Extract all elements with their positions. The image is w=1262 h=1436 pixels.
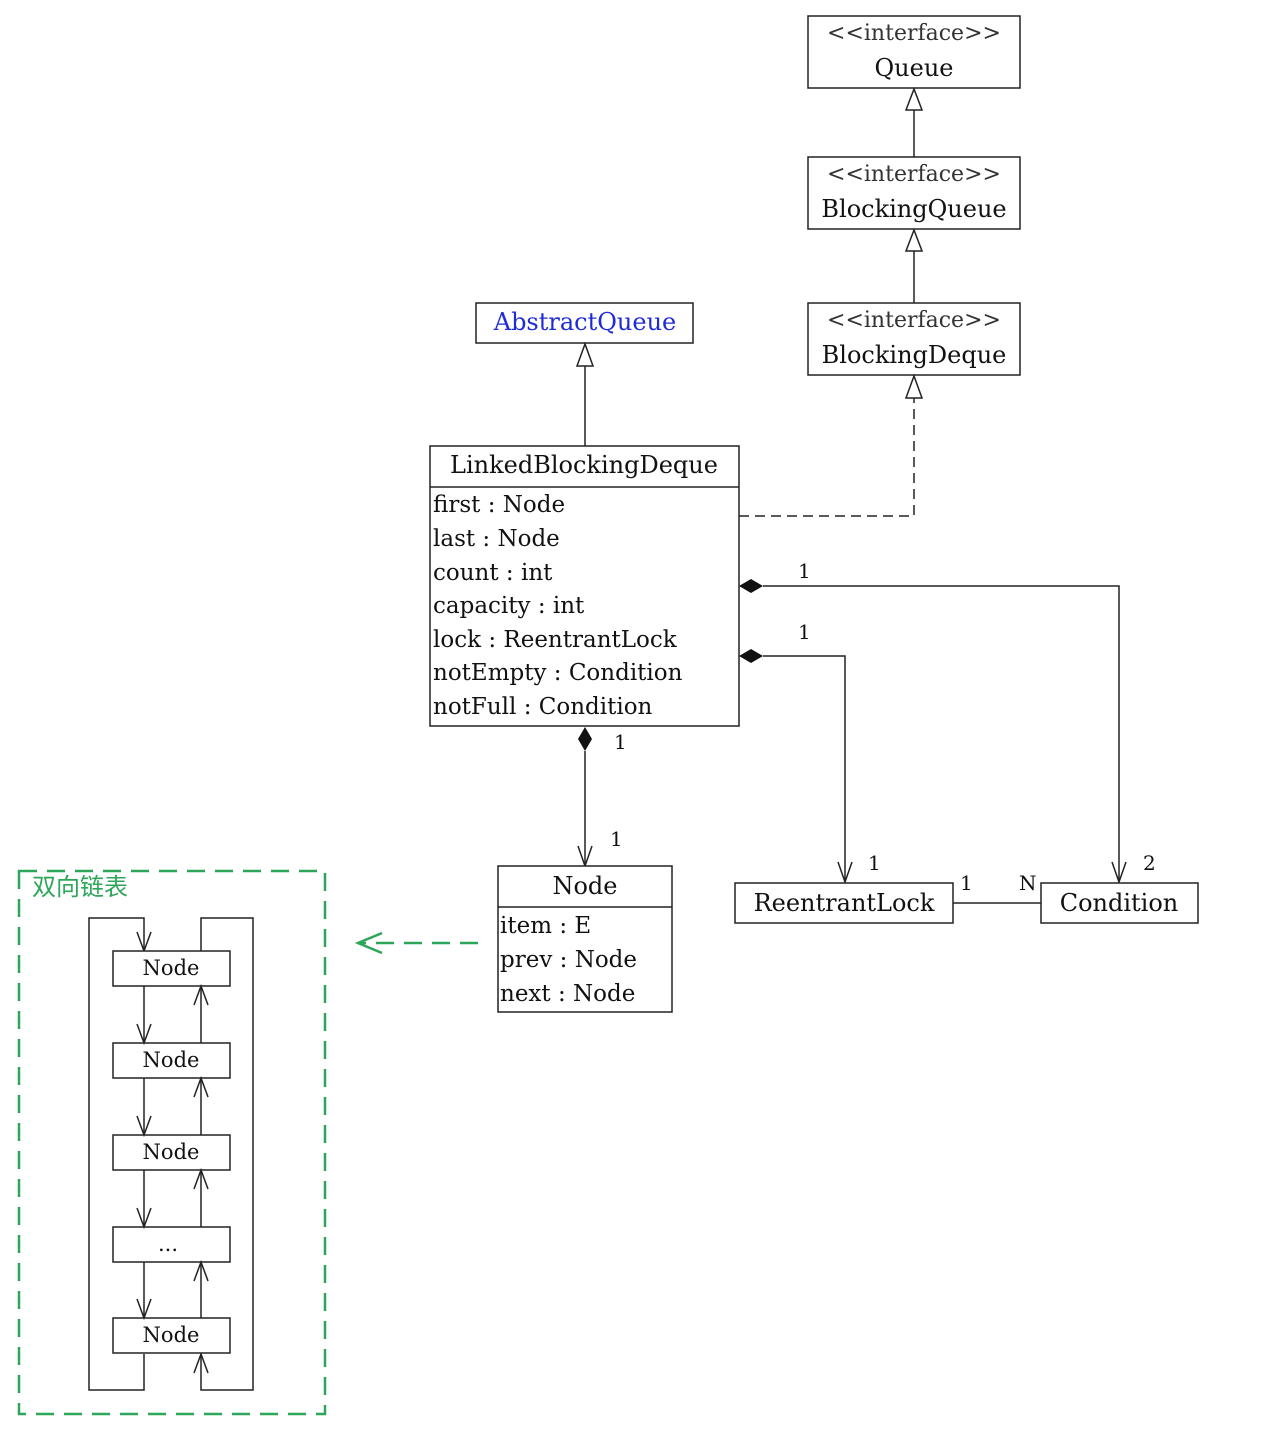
svg-text:Node: Node [143, 1048, 200, 1072]
list-node-3: Node [112, 1134, 231, 1171]
mult-lock-condition-dst: N [1019, 871, 1037, 895]
lbd-field-not-full: notFull : Condition [433, 694, 653, 720]
svg-text:Node: Node [143, 1140, 200, 1164]
mult-lock-condition-src: 1 [960, 871, 973, 895]
generalization-blockingqueue-queue [904, 86, 924, 157]
mult-lbd-lock-src: 1 [798, 620, 811, 644]
generalization-blockingdeque-blockingqueue [904, 227, 924, 303]
queue-name: Queue [875, 54, 954, 82]
class-linked-blocking-deque[interactable]: LinkedBlockingDeque first : Node last : … [429, 445, 740, 727]
class-condition[interactable]: Condition [1040, 882, 1199, 924]
blocking-deque-name: BlockingDeque [822, 341, 1007, 369]
blocking-queue-stereotype: <<interface>> [827, 162, 1001, 187]
svg-text:...: ... [158, 1232, 178, 1256]
lbd-field-last: last : Node [433, 526, 560, 552]
blocking-queue-name: BlockingQueue [821, 195, 1006, 223]
linked-list-panel: 双向链表 Node Node Node ... Node [17, 869, 327, 1416]
class-blocking-queue[interactable]: <<interface>> BlockingQueue [807, 156, 1021, 230]
svg-text:Node: Node [143, 956, 200, 980]
list-node-5: Node [112, 1317, 231, 1354]
svg-text:Node: Node [143, 1323, 200, 1347]
mult-lbd-node-src: 1 [614, 730, 627, 754]
list-left-loop [88, 917, 145, 1391]
lbd-field-capacity: capacity : int [433, 593, 585, 619]
lbd-field-count: count : int [433, 560, 553, 586]
class-node[interactable]: Node item : E prev : Node next : Node [497, 865, 673, 1013]
mult-lbd-lock-dst: 1 [868, 851, 881, 875]
prev-arrows [193, 983, 209, 1318]
node-to-list-arrow [354, 931, 478, 955]
composition-lbd-condition [739, 579, 1127, 885]
list-node-ellipsis: ... [112, 1226, 231, 1263]
list-right-loop [200, 917, 254, 1391]
mult-lbd-condition-src: 1 [798, 559, 811, 583]
condition-name: Condition [1060, 889, 1179, 917]
generalization-lbd-abstractqueue [575, 341, 595, 446]
linked-list-label: 双向链表 [32, 873, 128, 901]
mult-lbd-node-dst: 1 [610, 827, 623, 851]
realization-lbd-blockingdeque [739, 373, 924, 517]
lbd-field-lock: lock : ReentrantLock [433, 627, 678, 653]
node-field-item: item : E [500, 913, 591, 939]
composition-lbd-reentrantlock [739, 649, 853, 885]
composition-lbd-node [577, 727, 593, 869]
reentrant-lock-name: ReentrantLock [754, 889, 935, 917]
node-name: Node [552, 872, 617, 900]
list-node-1: Node [112, 950, 231, 987]
class-reentrant-lock[interactable]: ReentrantLock [734, 882, 954, 924]
next-arrows [136, 986, 152, 1321]
linked-blocking-deque-name: LinkedBlockingDeque [450, 451, 718, 479]
node-field-next: next : Node [500, 981, 635, 1007]
abstract-queue-name: AbstractQueue [493, 308, 677, 336]
mult-lbd-condition-dst: 2 [1143, 851, 1156, 875]
class-queue[interactable]: <<interface>> Queue [807, 15, 1021, 89]
queue-stereotype: <<interface>> [827, 21, 1001, 46]
class-abstract-queue[interactable]: AbstractQueue [475, 302, 694, 344]
lbd-field-not-empty: notEmpty : Condition [433, 660, 683, 686]
blocking-deque-stereotype: <<interface>> [827, 308, 1001, 333]
lbd-field-first: first : Node [433, 492, 565, 518]
class-blocking-deque[interactable]: <<interface>> BlockingDeque [807, 302, 1021, 376]
node-field-prev: prev : Node [500, 947, 637, 973]
list-node-2: Node [112, 1042, 231, 1079]
